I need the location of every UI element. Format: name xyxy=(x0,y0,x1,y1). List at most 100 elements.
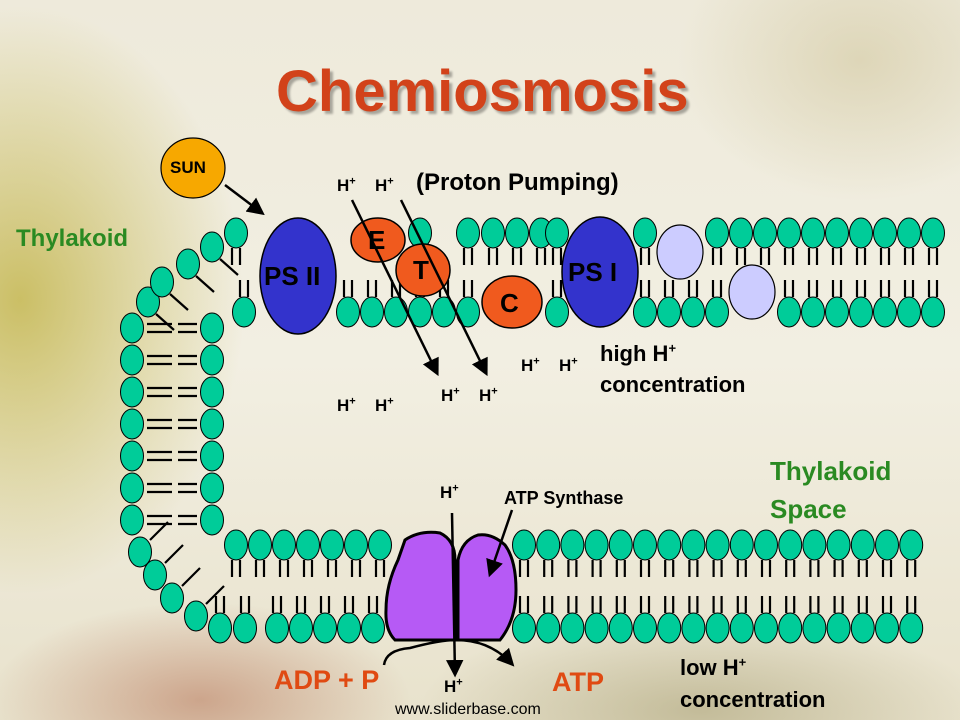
photosystem-2 xyxy=(259,217,337,335)
h: H xyxy=(375,396,388,415)
proton-label: H+ xyxy=(441,385,460,406)
lipid-head xyxy=(545,296,569,328)
thylakoid-space-label: Thylakoid Space xyxy=(770,452,891,528)
proton-label: H+ xyxy=(559,356,578,376)
lipid-head xyxy=(120,408,144,440)
lipid-head xyxy=(850,529,875,561)
lipid-head xyxy=(849,217,873,249)
sun-circle xyxy=(160,137,226,199)
lipid-head xyxy=(120,344,144,376)
lipid-head xyxy=(200,344,224,376)
lipid-head xyxy=(505,217,529,249)
lipid-head xyxy=(608,529,633,561)
h: H xyxy=(375,176,388,195)
lipid-head xyxy=(344,529,368,561)
photosystem-1 xyxy=(561,216,639,328)
ps2-label: PS II xyxy=(264,261,321,291)
lipid-head xyxy=(681,529,706,561)
page-title: Chemiosmosis xyxy=(276,59,689,124)
proton-flow-arrow xyxy=(445,512,464,678)
lipid-head xyxy=(681,612,706,644)
lipid-head xyxy=(536,529,561,561)
lipid-head xyxy=(873,296,897,328)
carrier-e xyxy=(350,217,406,263)
thylakoid-space-line1: Thylakoid xyxy=(770,456,892,486)
lipid-head xyxy=(320,529,344,561)
lipid-head xyxy=(208,612,232,644)
lipid-head xyxy=(512,529,536,561)
proton-pump-arrow xyxy=(350,199,439,377)
t-label: T xyxy=(413,255,429,285)
lipid-head xyxy=(681,296,705,328)
lipid-head xyxy=(633,612,657,644)
lipid-head xyxy=(560,612,585,644)
low-h-text: low H xyxy=(680,655,739,680)
adp-p-label: ADP + P xyxy=(274,665,380,695)
proton-label: H+ xyxy=(375,175,394,196)
lipid-head xyxy=(921,217,945,249)
lipid-head xyxy=(120,376,144,408)
lipid-head xyxy=(233,612,257,644)
lipid-head xyxy=(657,612,682,644)
lipid-head xyxy=(512,612,536,644)
lipid-tail xyxy=(155,313,175,331)
h: H xyxy=(479,386,492,405)
lipid-head xyxy=(200,376,224,408)
atp-synthase-label: ATP Synthase xyxy=(504,488,624,508)
lipid-tail xyxy=(149,521,169,541)
lipid-head xyxy=(136,286,160,318)
lipid-head xyxy=(729,612,754,644)
lipid-head xyxy=(536,612,561,644)
plus: + xyxy=(456,676,463,689)
adp-to-atp-arrow xyxy=(382,638,515,667)
lipid-head xyxy=(265,612,289,644)
proton-label: H+ xyxy=(337,396,356,416)
h: H xyxy=(337,176,350,195)
plus: + xyxy=(533,355,540,368)
lipid-head xyxy=(921,296,945,328)
lipid-head xyxy=(729,217,753,249)
plus: + xyxy=(738,654,747,670)
lipid-head xyxy=(608,612,633,644)
h: H xyxy=(337,396,350,415)
membrane-protein xyxy=(728,264,776,320)
plus: + xyxy=(453,385,460,398)
lipid-tail xyxy=(205,585,225,605)
lipid-head xyxy=(657,296,681,328)
atp-synthase-pointer-arrow xyxy=(486,509,514,578)
lipid-head xyxy=(248,529,272,561)
lipid-head xyxy=(633,529,657,561)
lipid-head xyxy=(777,217,801,249)
lipid-head xyxy=(128,536,152,568)
h: H xyxy=(444,677,457,696)
lipid-head xyxy=(200,504,224,536)
lipid-head xyxy=(850,612,875,644)
lipid-head xyxy=(826,529,851,561)
plus: + xyxy=(387,175,394,188)
h: H xyxy=(521,356,534,375)
high-h-text: high H xyxy=(600,341,669,366)
sun-arrow xyxy=(224,184,265,216)
proton-label: H+ xyxy=(479,386,498,406)
lipid-tail xyxy=(169,293,189,311)
lipid-head xyxy=(120,504,144,536)
lipid-head xyxy=(705,296,729,328)
lipid-head xyxy=(313,612,337,644)
lipid-head xyxy=(361,612,385,644)
lipid-head xyxy=(545,217,569,249)
lipid-head xyxy=(296,529,320,561)
lipid-head xyxy=(802,529,827,561)
lipid-head xyxy=(705,529,730,561)
plus: + xyxy=(387,395,394,408)
proton-label: H+ xyxy=(444,676,463,697)
lipid-head xyxy=(801,296,825,328)
lipid-tail xyxy=(219,258,239,276)
lipid-head xyxy=(584,529,609,561)
lipid-head xyxy=(289,612,313,644)
lipid-head xyxy=(200,312,224,344)
lipid-head xyxy=(849,296,873,328)
lipid-head xyxy=(408,296,432,328)
lipid-head xyxy=(184,600,208,632)
lipid-head xyxy=(897,217,921,249)
